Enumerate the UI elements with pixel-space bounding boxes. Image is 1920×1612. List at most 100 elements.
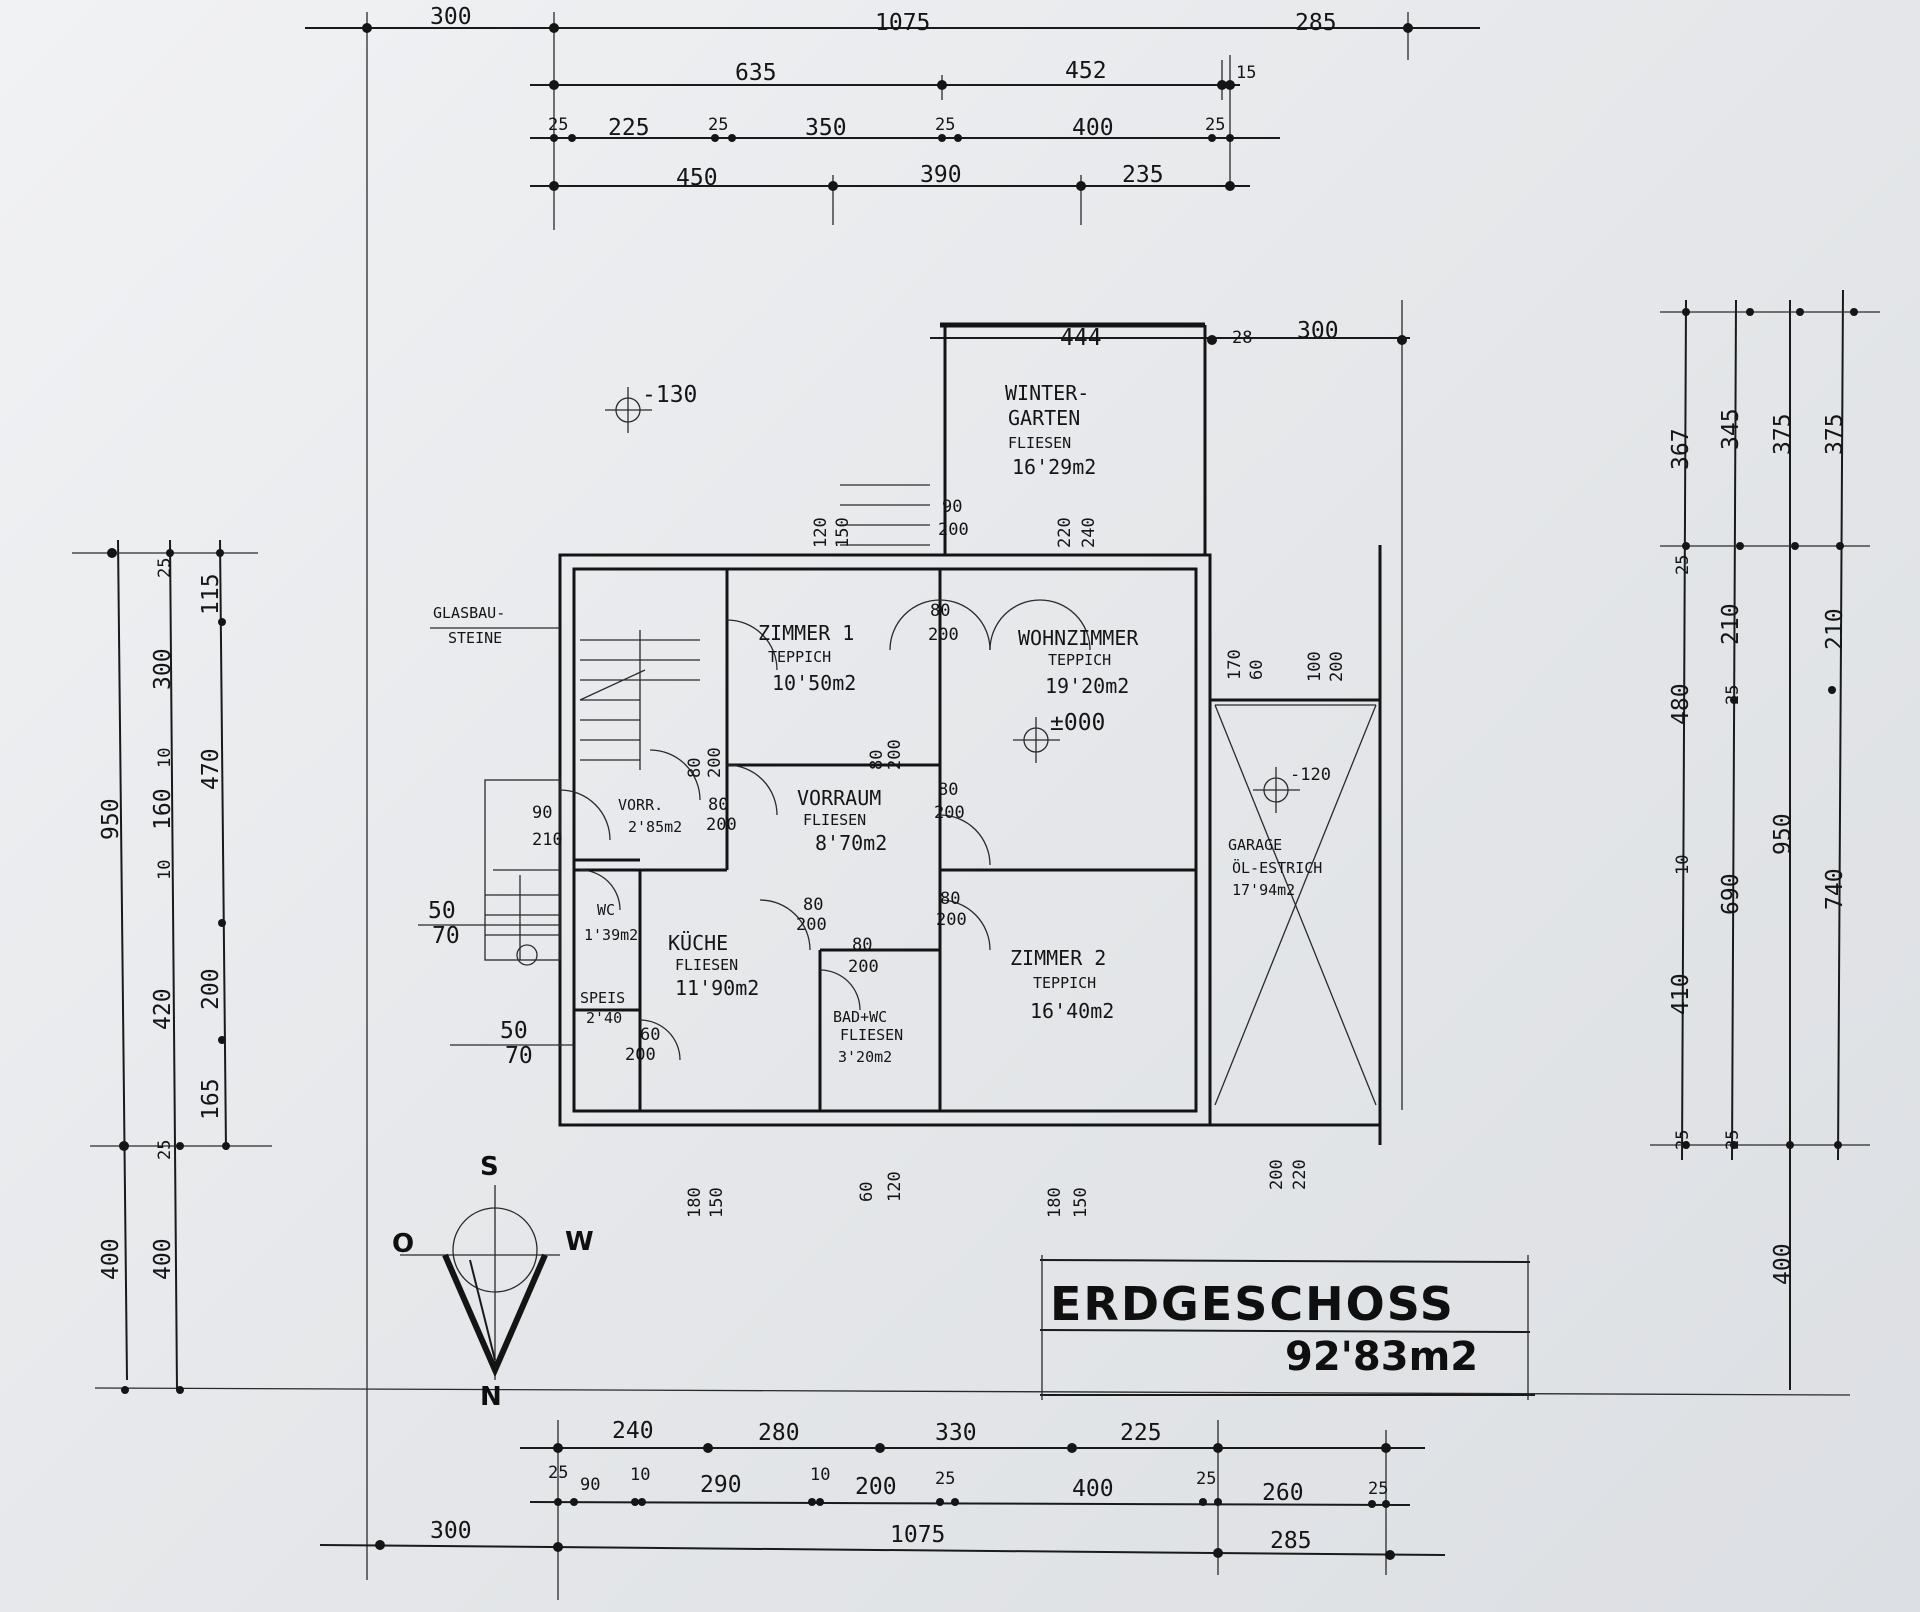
op-m2: 70 [432, 923, 460, 949]
dim-right-367: 367 [1668, 428, 1694, 470]
room-bad-area: 3'20m2 [838, 1048, 892, 1066]
dim-right-410: 410 [1668, 973, 1694, 1015]
op-q2: 150 [707, 1187, 727, 1218]
wintergarten-dimensions: 444 28 300 [930, 300, 1410, 1110]
dim-left-115: 115 [198, 573, 224, 615]
dim-right-480: 480 [1668, 683, 1694, 725]
room-wc-area: 1'39m2 [584, 926, 638, 944]
dim-wg-28: 28 [1232, 328, 1252, 348]
dim-left-10b: 10 [155, 860, 175, 880]
compass-n: N [480, 1382, 502, 1412]
room-zimmer2-name: ZIMMER 2 [1010, 946, 1106, 970]
dimension-chains-top: 300 1075 285 635 452 15 25 225 25 350 25… [305, 4, 1480, 1580]
op-f1: 80 [938, 780, 958, 800]
room-wintergarten-name: WINTER- [1005, 381, 1089, 405]
level-garage: -120 [1290, 765, 1331, 785]
dim-right-375b: 375 [1822, 413, 1848, 455]
dim-right-10: 10 [1673, 855, 1693, 875]
dim-bot-330: 330 [935, 1420, 977, 1446]
dim-bot-285: 285 [1270, 1528, 1312, 1554]
op-k1: 90 [532, 803, 552, 823]
dim-top-25a: 25 [548, 115, 568, 135]
op-u2: 200 [705, 747, 725, 778]
glass-blocks-note: GLASBAU- [433, 604, 505, 622]
op-f2: 200 [934, 803, 965, 823]
room-wc-name: WC [597, 901, 615, 919]
opening-dimensions: 120 150 90 200 220 240 80 200 80 200 80 … [418, 497, 1347, 1218]
room-wohnzimmer-area: 19'20m2 [1045, 674, 1129, 698]
op-o2: 60 [1247, 660, 1267, 680]
staircase [485, 484, 930, 960]
op-h1: 80 [803, 895, 823, 915]
dim-top-300: 300 [430, 4, 472, 30]
level-living: ±000 [1050, 710, 1105, 736]
dim-right-740: 740 [1822, 868, 1848, 910]
op-h2: 200 [796, 915, 827, 935]
dim-bot-90: 90 [580, 1475, 600, 1495]
room-garage-name: GARAGE [1228, 836, 1282, 854]
op-t2: 220 [1290, 1159, 1310, 1190]
op-t1: 200 [1267, 1159, 1287, 1190]
dim-right-210a: 210 [1718, 603, 1744, 645]
room-labels: WINTER- GARTEN FLIESEN 16'29m2 ZIMMER 1 … [430, 381, 1322, 1066]
op-c1: 220 [1055, 517, 1075, 548]
op-i2: 200 [936, 910, 967, 930]
dim-bot-25d: 25 [1368, 1479, 1388, 1499]
dim-bot-10a: 10 [630, 1465, 650, 1485]
dim-bot-10b: 10 [810, 1465, 830, 1485]
dimension-chains-left: 950 400 25 300 10 160 10 420 25 400 115 … [72, 539, 1851, 1396]
op-m1: 50 [428, 898, 456, 924]
room-vorraum-floor: FLIESEN [803, 811, 866, 829]
dim-top-25b: 25 [708, 115, 728, 135]
dim-top-25d: 25 [1205, 115, 1225, 135]
room-vorr-name: VORR. [618, 796, 663, 814]
plan-title: ERDGESCHOSS [1050, 1277, 1455, 1331]
op-s1: 180 [1045, 1187, 1065, 1218]
op-p1: 100 [1305, 651, 1325, 682]
dim-top-400: 400 [1072, 115, 1114, 141]
dim-right-25d: 25 [1723, 1130, 1743, 1150]
dim-top-1075: 1075 [875, 10, 930, 36]
dim-top-450: 450 [676, 165, 718, 191]
dim-bot-280: 280 [758, 1420, 800, 1446]
op-n1: 50 [500, 1018, 528, 1044]
op-e1: 80 [867, 750, 887, 770]
compass-rose: S O W N [392, 1152, 594, 1412]
dimension-chains-bottom: 240 280 330 225 25 90 10 290 10 200 25 4… [319, 1418, 1446, 1600]
dim-right-25c: 25 [1723, 685, 1743, 705]
room-zimmer2-area: 16'40m2 [1030, 999, 1114, 1023]
op-a1: 120 [811, 517, 831, 548]
door-swings [559, 599, 1091, 1061]
dim-bot-1075: 1075 [890, 1522, 945, 1548]
op-b2: 200 [938, 520, 969, 540]
op-a2: 150 [833, 517, 853, 548]
op-l1: 60 [640, 1025, 660, 1045]
dim-bot-25b: 25 [935, 1469, 955, 1489]
op-e2: 200 [885, 739, 905, 770]
dim-left-470: 470 [198, 748, 224, 790]
dim-right-210b: 210 [1822, 608, 1848, 650]
dim-left-400b: 400 [150, 1238, 176, 1280]
room-bad-floor: FLIESEN [840, 1026, 903, 1044]
dim-top-635: 635 [735, 60, 777, 86]
op-j2: 200 [848, 957, 879, 977]
op-i1: 80 [940, 889, 960, 909]
op-u1: 80 [685, 758, 705, 778]
level-markers: -130 ±000 -120 [516, 382, 1331, 966]
op-g1: 80 [708, 795, 728, 815]
op-d1: 80 [930, 601, 950, 621]
room-wintergarten-name2: GARTEN [1008, 406, 1080, 430]
dim-top-452: 452 [1065, 58, 1107, 84]
room-wohnzimmer-floor: TEPPICH [1048, 651, 1111, 669]
dim-left-400: 400 [98, 1238, 124, 1280]
room-garage-area: 17'94m2 [1232, 881, 1295, 899]
dim-left-25a: 25 [155, 558, 175, 578]
dim-top-15: 15 [1236, 63, 1256, 83]
dim-bot-260: 260 [1262, 1480, 1304, 1506]
dim-bot-225: 225 [1120, 1420, 1162, 1446]
dim-right-950: 950 [1770, 813, 1796, 855]
room-wohnzimmer-name: WOHNZIMMER [1018, 626, 1139, 650]
dim-right-690: 690 [1718, 873, 1744, 915]
